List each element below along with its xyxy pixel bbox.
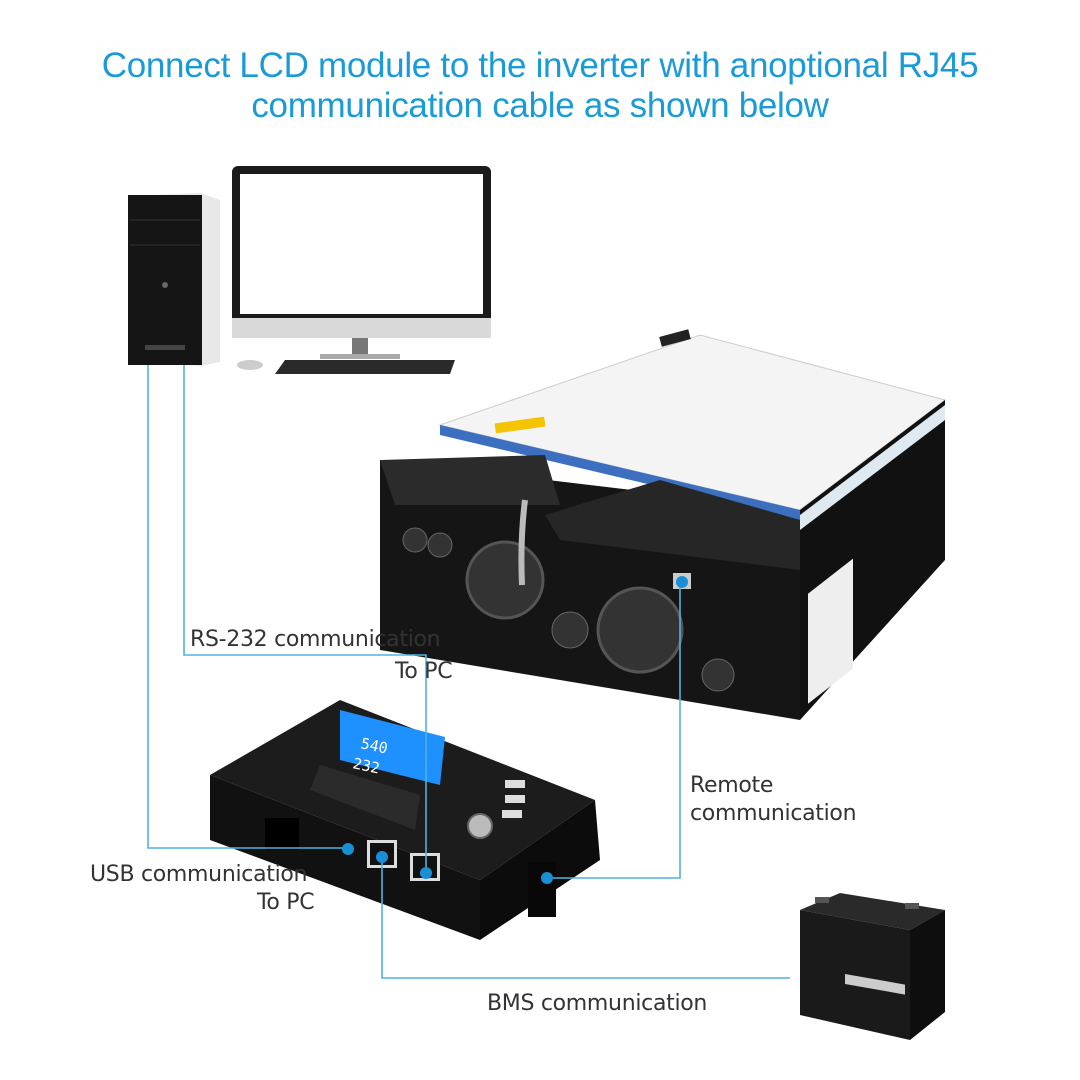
usb-label: USB communication	[90, 862, 308, 887]
usb-sub-label: To PC	[257, 890, 315, 915]
rs232-sub-label: To PC	[395, 659, 453, 684]
bms-line	[381, 857, 790, 979]
inverter-port-dot	[676, 576, 688, 588]
pc-tower	[128, 193, 220, 366]
remote-label-1: Remote	[690, 773, 774, 798]
lcd-readout-bottom: 232	[351, 754, 381, 777]
battery	[800, 893, 945, 1040]
usb-line	[147, 365, 347, 849]
rs232-label: RS-232 communication	[190, 627, 441, 652]
inverter	[380, 329, 947, 720]
title-line-1: Connect LCD module to the inverter with …	[101, 46, 979, 85]
rs232-port-dot	[420, 867, 432, 879]
bms-label: BMS communication	[487, 991, 708, 1016]
title-line-2: communication cable as shown below	[251, 86, 829, 125]
bms-port-dot	[376, 851, 388, 863]
remote-port-dot	[541, 872, 553, 884]
monitor	[232, 166, 491, 374]
lcd-readout-top: 540	[359, 734, 389, 757]
remote-line	[548, 585, 681, 879]
usb-port-dot	[342, 843, 354, 855]
rs232-line	[183, 365, 427, 873]
remote-label-2: communication	[690, 801, 857, 826]
